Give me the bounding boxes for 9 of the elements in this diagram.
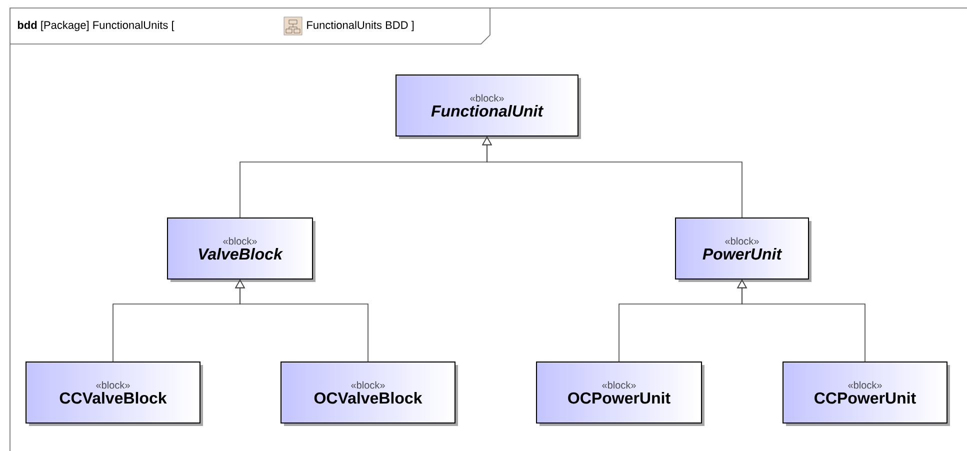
block-box: «block» PowerUnit bbox=[675, 218, 812, 282]
frame-title: FunctionalUnits BDD ] bbox=[307, 20, 414, 32]
block-box: «block» FunctionalUnit bbox=[396, 74, 581, 139]
frame-title: bdd [Package] FunctionalUnits [ bbox=[18, 20, 174, 32]
block-box: «block» OCPowerUnit bbox=[536, 362, 704, 426]
block-box: «block» ValveBlock bbox=[167, 218, 316, 282]
block-box: «block» CCPowerUnit bbox=[782, 362, 950, 426]
block-box: «block» CCValveBlock bbox=[26, 362, 203, 426]
block-box: «block» OCValveBlock bbox=[280, 362, 458, 426]
